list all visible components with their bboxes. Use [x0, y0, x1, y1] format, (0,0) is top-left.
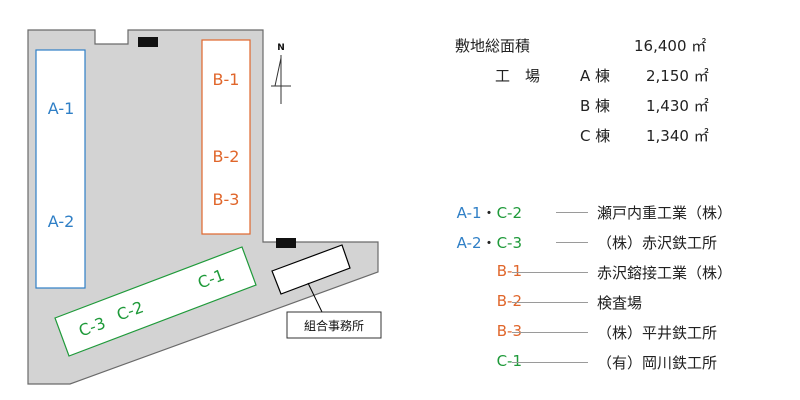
north-label: N — [277, 43, 285, 53]
office-building — [271, 244, 351, 295]
building-a-1-2 — [35, 49, 86, 289]
legend-codes: B-1 — [497, 262, 522, 280]
building-c-name: C 棟 — [580, 127, 611, 145]
legend-codes: B-2 — [497, 292, 522, 310]
legend-code: B-1 — [496, 262, 522, 280]
legend-row: A-1・C-2 瀬戸内重工業（株） — [450, 202, 790, 222]
legend-separator: ・ — [481, 234, 497, 252]
legend-row: B-1 赤沢鎔接工業（株） — [450, 262, 790, 282]
legend-codes: A-1・C-2 — [457, 202, 522, 223]
legend-code: A-1 — [456, 204, 482, 222]
building-a-area: 2,150 ㎡ — [646, 67, 709, 85]
legend-company: （株）平井鉄工所 — [597, 324, 718, 342]
building-b — [201, 39, 251, 235]
office-leader-line — [307, 282, 323, 313]
legend-leader-line — [512, 362, 588, 363]
small-structure-right — [276, 238, 296, 248]
legend-leader-line — [556, 242, 588, 243]
legend-company: （有）岡川鉄工所 — [597, 354, 718, 372]
site-area-label: 敷地総面積 — [455, 37, 531, 55]
legend-row: A-2・C-3 （株）赤沢鉄工所 — [450, 232, 790, 252]
legend-row: C-1 （有）岡川鉄工所 — [450, 352, 790, 372]
label-b-2: B-2 — [213, 147, 240, 166]
legend-codes: B-3 — [497, 322, 522, 340]
legend-leader-line — [512, 272, 588, 273]
legend-code: A-2 — [456, 234, 482, 252]
legend-leader-line — [556, 212, 588, 213]
legend-codes: A-2・C-3 — [457, 232, 522, 253]
label-b-1: B-1 — [213, 70, 240, 89]
legend-row: B-2 検査場 — [450, 292, 790, 312]
legend-leader-line — [512, 332, 588, 333]
label-b-3: B-3 — [213, 190, 240, 209]
label-a-2: A-2 — [48, 212, 75, 231]
legend-codes: C-1 — [497, 352, 522, 370]
legend-code: B-3 — [496, 322, 522, 340]
legend-company: 瀬戸内重工業（株） — [597, 204, 733, 222]
legend-code: B-2 — [496, 292, 522, 310]
small-structure-top — [138, 37, 158, 47]
building-b-area: 1,430 ㎡ — [646, 97, 709, 115]
legend-company: 検査場 — [597, 294, 643, 312]
legend-company: 赤沢鎔接工業（株） — [597, 264, 733, 282]
office-label-box — [286, 311, 382, 339]
north-arrow-icon: N — [271, 43, 291, 104]
label-a-1: A-1 — [48, 99, 75, 118]
factory-label: 工 場 — [495, 67, 541, 85]
building-a-name: A 棟 — [580, 67, 611, 85]
office-label: 組合事務所 — [304, 318, 364, 333]
legend-code: C-3 — [496, 234, 522, 252]
legend-company: （株）赤沢鉄工所 — [597, 234, 718, 252]
legend-separator: ・ — [481, 204, 497, 222]
legend-code: C-2 — [496, 204, 522, 222]
building-c — [54, 246, 257, 357]
legend-leader-line — [512, 302, 588, 303]
legend-code: C-1 — [496, 352, 522, 370]
legend-row: B-3 （株）平井鉄工所 — [450, 322, 790, 342]
building-c-area: 1,340 ㎡ — [646, 127, 709, 145]
site-area-value: 16,400 ㎡ — [634, 37, 707, 55]
building-b-name: B 棟 — [580, 97, 611, 115]
